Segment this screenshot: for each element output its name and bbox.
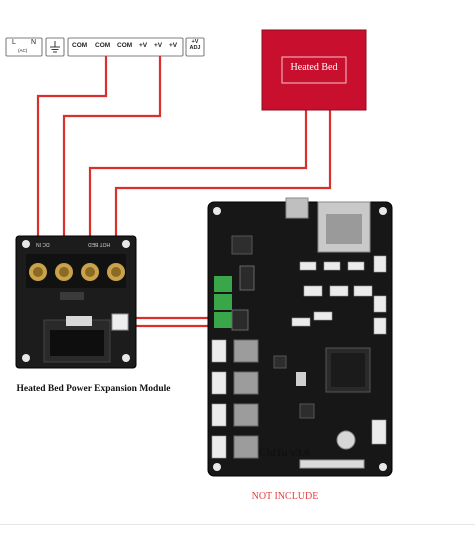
wire-bed-1 xyxy=(88,110,308,250)
psu-label-n: N xyxy=(31,39,37,46)
ground-symbol-icon xyxy=(50,41,60,53)
board-name: ChiTu v3.6 xyxy=(258,447,310,459)
module-caption: Heated Bed Power Expansion Module xyxy=(16,384,171,394)
psu-label-v-1: +V xyxy=(139,42,148,49)
psu-label-l: L xyxy=(12,39,16,46)
board-stepper-drivers xyxy=(233,339,259,459)
mainboard-icon xyxy=(207,197,393,477)
psu-terminal-strip xyxy=(5,37,205,57)
power-module-icon xyxy=(15,235,137,369)
heated-bed-label: Heated Bed xyxy=(290,62,338,73)
psu-label-com-3: COM xyxy=(117,42,133,49)
psu-label-ac: (AC) xyxy=(18,48,28,53)
psu-output-box xyxy=(67,37,184,57)
module-label-hot-bed: HOT BED xyxy=(88,241,111,247)
wire-bed-2 xyxy=(114,110,332,250)
module-label-dc-in: DC IN xyxy=(36,241,50,247)
bottom-divider xyxy=(0,524,475,525)
wire-psu-v xyxy=(62,56,162,250)
board-note: NOT INCLUDE xyxy=(251,491,319,502)
board-connectors-right xyxy=(291,255,387,335)
psu-label-adj: +V ADJ xyxy=(189,39,201,51)
psu-label-com-2: COM xyxy=(95,42,111,49)
board-power-terminals xyxy=(214,276,232,328)
psu-ln-box xyxy=(5,37,43,57)
module-screw-terminals xyxy=(29,263,125,281)
heated-bed-icon xyxy=(261,29,367,111)
psu-adj-box xyxy=(185,37,205,57)
psu-label-v-3: +V xyxy=(169,42,178,49)
board-connectors-left xyxy=(211,339,227,459)
wire-psu-com xyxy=(36,56,108,250)
psu-label-v-2: +V xyxy=(154,42,163,49)
psu-label-com-1: COM xyxy=(72,42,88,49)
